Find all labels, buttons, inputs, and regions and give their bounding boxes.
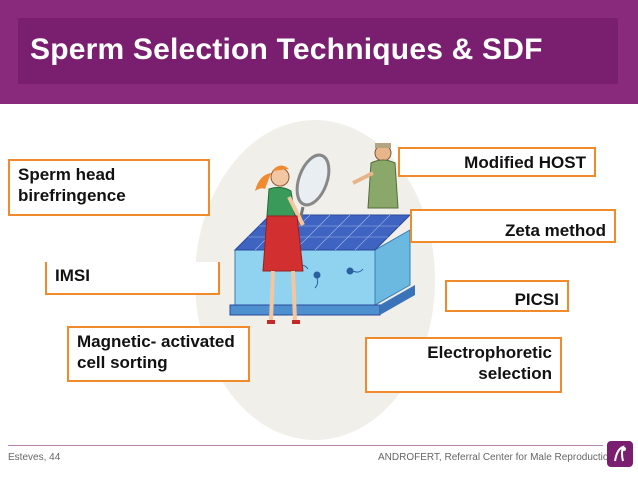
- label-line: birefringence: [18, 185, 200, 206]
- label-line: cell sorting: [77, 352, 240, 373]
- footer-divider: [8, 445, 603, 446]
- label-picsi: PICSI: [445, 280, 569, 312]
- slide-title: Sperm Selection Techniques & SDF: [30, 33, 543, 67]
- label-line: Zeta method: [420, 214, 606, 241]
- footer-organization: ANDROFERT, Referral Center for Male Repr…: [378, 452, 614, 463]
- label-line: IMSI: [55, 265, 210, 286]
- label-zeta-method: Zeta method: [410, 209, 616, 243]
- label-electrophoretic-selection: Electrophoretic selection: [365, 337, 562, 393]
- label-magnetic-activated-cell-sorting: Magnetic- activated cell sorting: [67, 326, 250, 382]
- label-sperm-head-birefringence: Sperm head birefringence: [8, 159, 210, 216]
- man-body: [368, 160, 398, 208]
- androfert-logo-icon: [607, 441, 633, 467]
- footer-citation: Esteves, 44: [8, 452, 60, 463]
- tank-base: [230, 305, 380, 315]
- label-line: Modified HOST: [408, 152, 586, 173]
- label-line: Magnetic- activated: [77, 331, 240, 352]
- slide-header: Sperm Selection Techniques & SDF: [0, 0, 638, 104]
- tank-front: [235, 250, 375, 305]
- label-line: Electrophoretic: [375, 342, 552, 363]
- label-line: Sperm head: [18, 164, 200, 185]
- label-line: PICSI: [455, 285, 559, 310]
- woman-skirt: [263, 216, 303, 271]
- label-modified-host: Modified HOST: [398, 147, 596, 177]
- label-line: selection: [375, 363, 552, 384]
- label-imsi: IMSI: [45, 262, 220, 295]
